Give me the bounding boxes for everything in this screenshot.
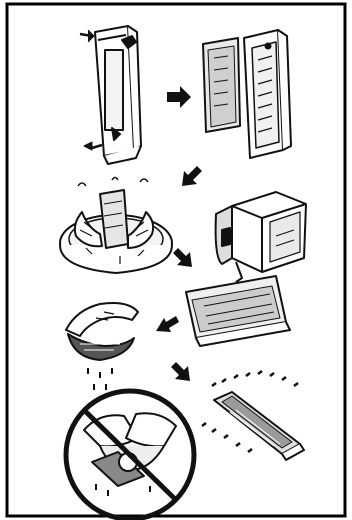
filter-cleaning-diagram	[0, 0, 352, 520]
